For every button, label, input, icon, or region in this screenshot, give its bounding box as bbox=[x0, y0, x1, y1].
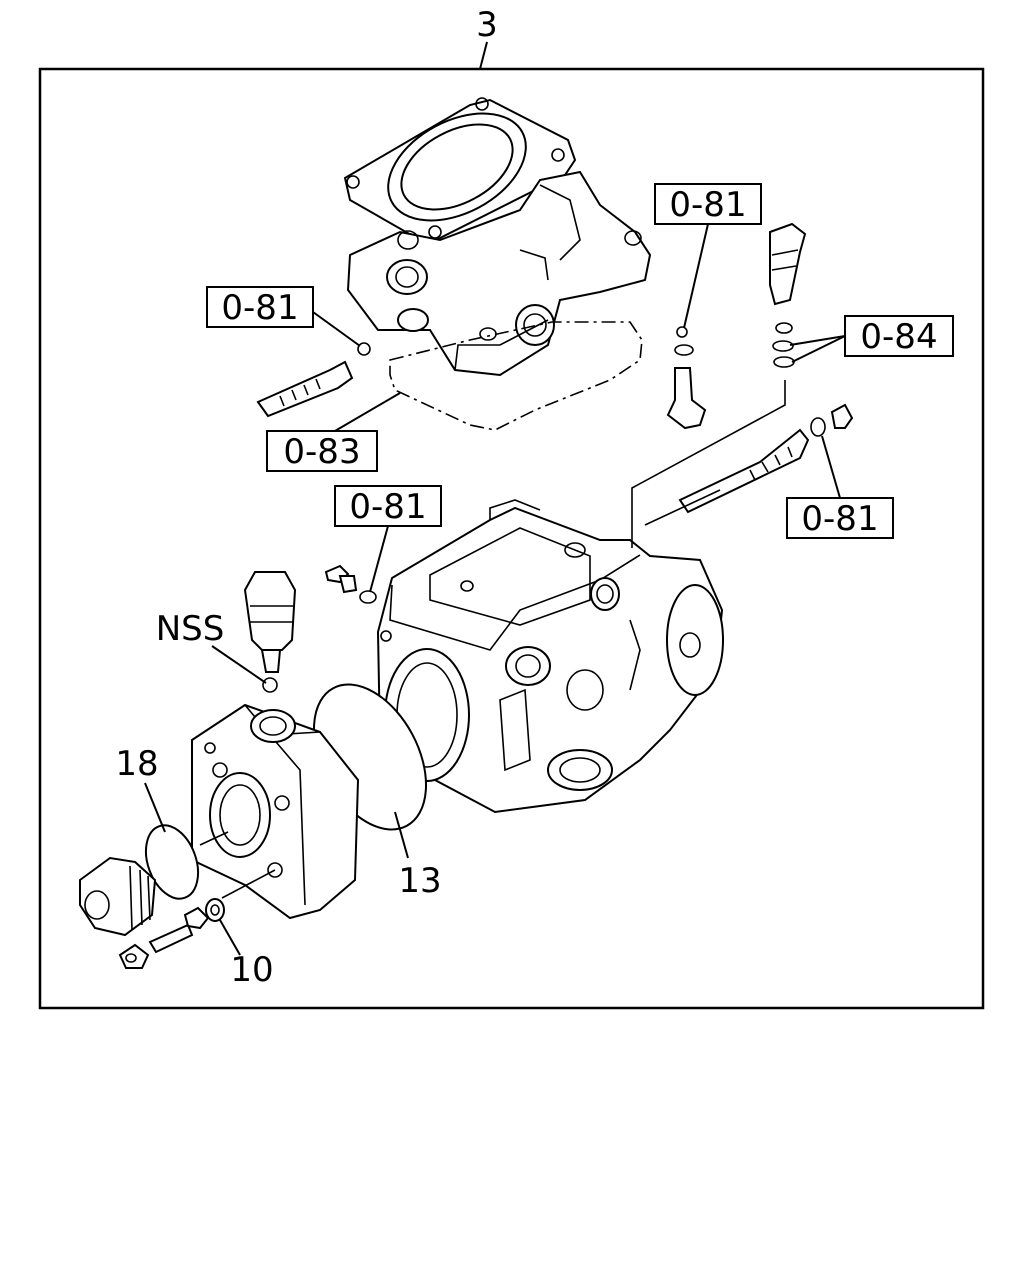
upper-cover-housing bbox=[343, 97, 652, 377]
leader-081-left bbox=[312, 311, 361, 347]
assembly-frame bbox=[38, 67, 985, 1010]
solenoid-plunger-right bbox=[769, 222, 807, 368]
o-ring-18 bbox=[144, 824, 200, 900]
callout-nss: NSS bbox=[156, 609, 225, 649]
callout-box-083 bbox=[266, 430, 378, 472]
sensor-filter-left bbox=[243, 571, 297, 693]
callout-083: 0-83 bbox=[283, 432, 360, 472]
callout-081-right: 0-81 bbox=[801, 499, 878, 539]
callout-13: 13 bbox=[398, 861, 441, 901]
leader-084-b bbox=[791, 335, 846, 363]
front-cover-plate bbox=[191, 703, 360, 920]
callout-box-081-middle bbox=[334, 485, 442, 527]
callout-box-081-left bbox=[206, 286, 314, 328]
callout-081-left: 0-81 bbox=[221, 288, 298, 328]
leader-084-a bbox=[789, 335, 846, 346]
gasket-outline bbox=[389, 321, 643, 431]
callout-084: 0-84 bbox=[860, 317, 937, 357]
hose-fitting-left bbox=[256, 342, 371, 418]
leader-10 bbox=[219, 919, 241, 956]
callout-081-top: 0-81 bbox=[669, 185, 746, 225]
assembly-guide-lines bbox=[199, 380, 786, 899]
main-pump-body bbox=[376, 499, 724, 814]
valve-stem-center bbox=[666, 326, 707, 430]
assembly-leader bbox=[479, 41, 488, 70]
leader-nss bbox=[211, 645, 267, 684]
callout-10: 10 bbox=[230, 950, 273, 990]
leader-18 bbox=[144, 782, 166, 833]
threaded-plug bbox=[79, 856, 157, 937]
leader-081-right bbox=[821, 435, 841, 499]
small-bolt-middle bbox=[324, 564, 377, 604]
leader-081-top bbox=[683, 223, 709, 329]
long-rod bbox=[678, 403, 854, 514]
leader-083 bbox=[334, 392, 401, 432]
leader-13 bbox=[394, 811, 409, 859]
leader-081-middle bbox=[369, 525, 389, 593]
small-bolts-bottom bbox=[118, 898, 225, 969]
callout-18: 18 bbox=[115, 744, 158, 784]
callout-081-middle: 0-81 bbox=[349, 487, 426, 527]
callout-box-084 bbox=[844, 315, 954, 357]
assembly-number: 3 bbox=[476, 5, 498, 45]
